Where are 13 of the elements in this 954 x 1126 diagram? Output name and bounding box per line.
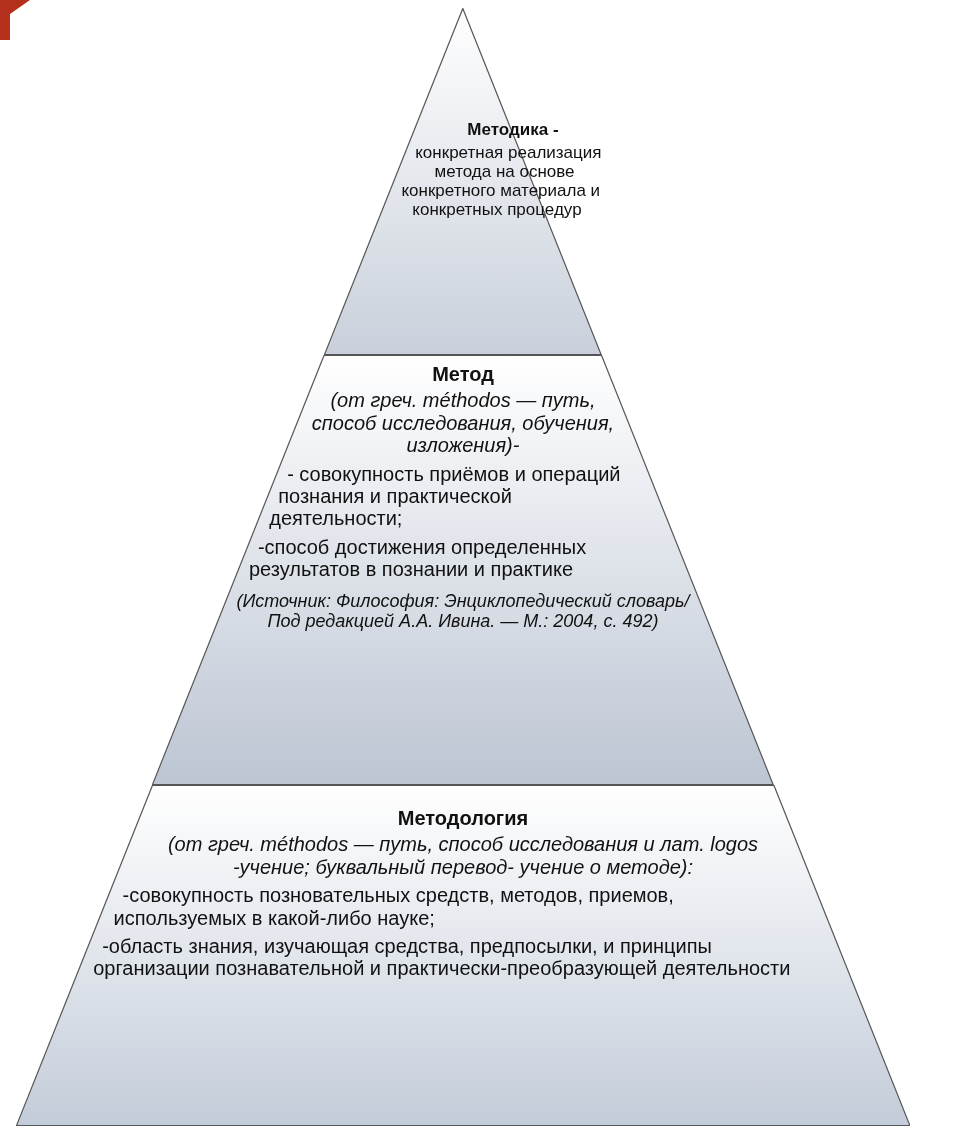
pyramid-tier (324, 8, 602, 355)
definition-text: -область знания, изучающая средства, предпосылки, и принципы организации познавательной и практически-преобразующей деятельности (92, 934, 792, 980)
band-heading: Методология (396, 807, 530, 830)
band-heading: Методика - (466, 120, 560, 140)
source-citation: (Источник: Философия: Энциклопедический словарь/ Под редакцией А.А. Ивина. — М.: 2004, с. 492) (235, 590, 692, 631)
definition-text: конкретная реализация метода на основе конкретного материала и конкретных процедур (400, 143, 602, 220)
pyramid-tier (15, 785, 911, 1126)
definition-text: -способ достижения определенных результатов в познании и практике (247, 535, 588, 581)
definition-text: - совокупность приёмов и операций познания и практической деятельности; (268, 462, 622, 530)
definition-note: (от греч. méthodos — путь, способ исследования и лат. logos -учение; буквальный перевод- учение о методе): (166, 833, 760, 879)
definition-note: (от греч. méthodos — путь, способ исследования, обучения, изложения)- (310, 389, 616, 457)
definition-text: -совокупность позновательных средств, методов, приемов, используемых в какой-либо науке; (112, 884, 675, 929)
band-heading: Метод (431, 363, 495, 386)
